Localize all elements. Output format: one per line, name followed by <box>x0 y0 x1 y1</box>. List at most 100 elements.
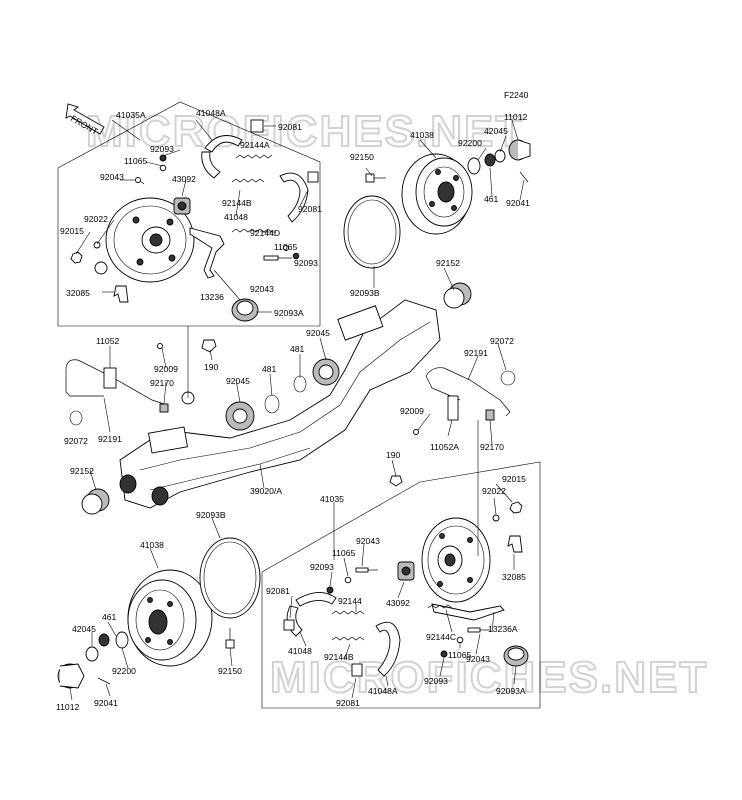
bottom-right-brake-box <box>261 461 541 709</box>
label-32085-tl: 32085 <box>66 288 90 298</box>
label-92144-bm: 92144 <box>338 596 362 606</box>
label-11065-tl2: 11065 <box>274 242 297 252</box>
bearing-92045-mid <box>225 401 255 431</box>
label-11012-bl: 11012 <box>56 702 79 712</box>
cam-43092-bottom <box>397 561 415 581</box>
top-left-brake-box <box>57 101 321 327</box>
spring-92144c <box>427 604 453 609</box>
bracket-11052 <box>103 367 117 389</box>
nut-42045-tr <box>494 149 506 163</box>
brake-drum-bottom-left <box>127 569 213 667</box>
spring-92144b-bm <box>331 636 365 641</box>
label-92093a-tl: 92093A <box>274 308 304 318</box>
label-41048a-top: 41048A <box>196 108 226 118</box>
label-92041-tr: 92041 <box>506 198 530 208</box>
label-92009-l: 92009 <box>154 364 178 374</box>
brake-panel-right <box>421 517 491 603</box>
circlip-481-mid <box>264 394 280 414</box>
washer-92200-bl <box>115 631 129 649</box>
pin-92041-bl <box>97 677 111 685</box>
label-92072-l: 92072 <box>64 436 88 446</box>
washer-92093-tl <box>159 154 167 162</box>
label-92150-bl: 92150 <box>218 666 242 676</box>
watermark-top: MICROFICHES.NET <box>86 107 524 156</box>
brake-pipe-92191-right <box>425 367 511 417</box>
label-92081-top: 92081 <box>278 122 302 132</box>
label-92081-bm: 92081 <box>266 586 290 596</box>
label-461-tr: 461 <box>484 194 499 204</box>
label-92045-top: 92045 <box>306 328 330 338</box>
label-92015-r: 92015 <box>502 474 526 484</box>
washer-11065-bm2 <box>456 636 464 644</box>
label-92043-tl: 92043 <box>100 172 124 182</box>
label-41038-bl: 41038 <box>140 540 164 550</box>
clip-92072-l <box>69 410 83 426</box>
label-92093b-bl: 92093B <box>196 510 226 520</box>
bolt-92043-tl2 <box>263 255 292 261</box>
label-43092-bm: 43092 <box>386 598 410 608</box>
label-92150-tr: 92150 <box>350 152 374 162</box>
marker-a-top <box>94 261 108 275</box>
label-92041-bl: 92041 <box>94 698 118 708</box>
leader-lines <box>69 119 525 701</box>
label-11065-bm: 11065 <box>332 548 355 558</box>
label-92043-bm2: 92043 <box>466 654 490 664</box>
label-190-l: 190 <box>204 362 219 372</box>
brake-shoe-bm-right <box>375 621 401 677</box>
axle-housing-39020 <box>119 299 441 509</box>
label-92170-l: 92170 <box>150 378 174 388</box>
label-92144a: 92144A <box>240 140 270 150</box>
seal-ring-92093b-top <box>343 195 401 269</box>
figure-code: F2240 <box>504 90 529 100</box>
spring-92144d <box>231 228 273 233</box>
label-92144b-bm: 92144B <box>324 652 354 662</box>
label-92022-tl: 92022 <box>84 214 108 224</box>
clip-92072-r <box>500 370 516 386</box>
label-92093-tl2: 92093 <box>294 258 318 268</box>
spring-92144a <box>235 154 273 159</box>
bolt-190-r <box>389 475 403 487</box>
washer-92093-tl2 <box>292 252 300 260</box>
label-11052a: 11052A <box>430 442 459 452</box>
spring-92144b <box>231 178 265 183</box>
label-92009-r: 92009 <box>400 406 424 416</box>
label-92144b-tl: 92144B <box>222 198 252 208</box>
watermark-bottom: MICROFICHES.NET <box>270 653 708 702</box>
label-92093-tl: 92093 <box>150 144 174 154</box>
union-92170-r <box>485 409 495 421</box>
label-11065-bm2: 11065 <box>448 650 471 660</box>
cam-43092-top <box>173 197 191 215</box>
label-92191-l: 92191 <box>98 434 122 444</box>
bushing-92152-left <box>81 488 110 515</box>
label-41035a: 41035A <box>116 110 146 120</box>
bracket-11052a <box>447 395 459 421</box>
clip-92081-bm <box>283 619 295 631</box>
label-481-top: 481 <box>290 344 305 354</box>
label-92152-l: 92152 <box>70 466 94 476</box>
pin-92043-bm2 <box>467 627 490 633</box>
label-11012-tr: 11012 <box>504 112 527 122</box>
bolt-92150-bottom <box>225 628 235 649</box>
label-39020a: 39020/A <box>250 486 282 496</box>
brake-drum-top-right <box>401 153 473 235</box>
label-41048-tl: 41048 <box>224 212 248 222</box>
label-92043-bm: 92043 <box>356 536 380 546</box>
part-labels: 41035A 41048A 92081 92093 92144A 11065 4… <box>56 108 530 712</box>
label-32085-r: 32085 <box>502 572 526 582</box>
clip-92081-top <box>250 119 264 133</box>
bracket-32085-tl <box>113 285 129 303</box>
washer-11065-bm <box>344 576 352 584</box>
seal-ring-92093b-bottom <box>199 537 261 619</box>
label-92022-r: 92022 <box>482 486 506 496</box>
bracket-32085-r <box>507 535 523 553</box>
label-41048-bm: 41048 <box>288 646 312 656</box>
brake-shoe-right <box>279 172 309 223</box>
bolt-92009-l <box>157 343 163 349</box>
label-42045-tr: 42045 <box>484 126 508 136</box>
nut-92015-tl <box>70 251 83 264</box>
label-92200-bl: 92200 <box>112 666 136 676</box>
brake-panel-left <box>105 197 195 283</box>
union-92170-l <box>159 403 169 413</box>
label-92081-bm2: 92081 <box>336 698 360 708</box>
